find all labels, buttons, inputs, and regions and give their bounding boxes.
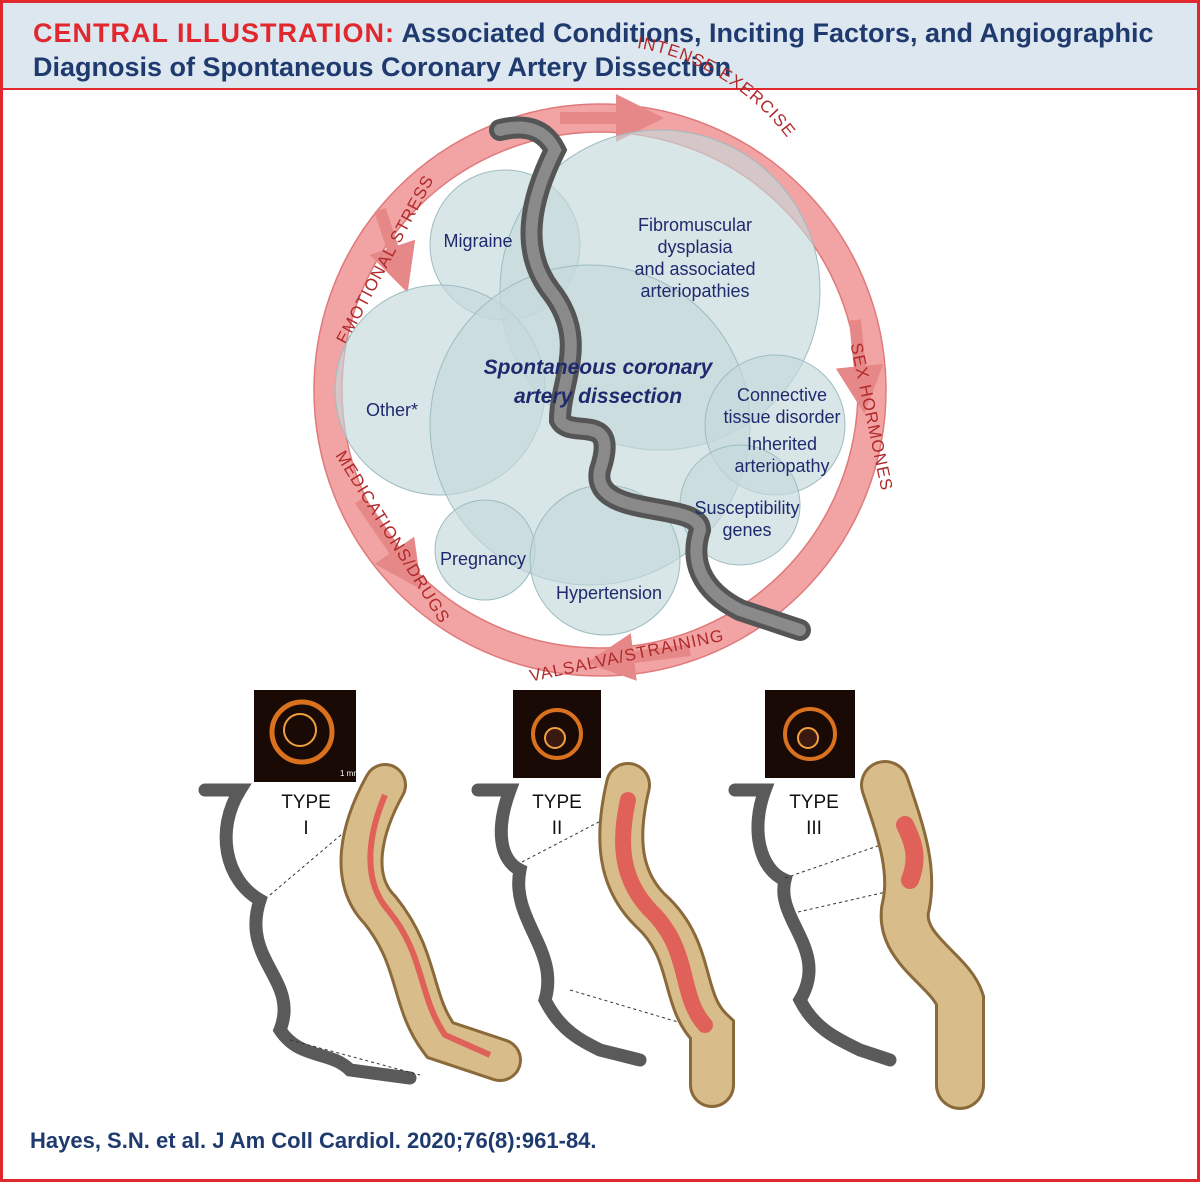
ring-arrow-right <box>835 319 884 414</box>
vessel-type-1 <box>342 766 519 1079</box>
header-bar: CENTRAL ILLUSTRATION: Associated Conditi… <box>3 3 1197 90</box>
type-2-word: TYPE <box>532 792 582 813</box>
oct-ring-type-1 <box>269 699 335 765</box>
label-fmd-1: Fibromuscular <box>638 215 752 235</box>
label-ctd-2: tissue disorder <box>723 407 840 427</box>
type-1-numeral: I <box>303 818 308 839</box>
label-susceptibility-1: Susceptibility <box>694 498 799 518</box>
type-3-numeral: III <box>806 818 822 839</box>
type-2-numeral: II <box>552 818 563 839</box>
label-other: Other* <box>366 400 418 420</box>
ring-arrow-bottom <box>586 633 691 681</box>
ring-arrow-upper-left <box>369 208 416 293</box>
label-migraine: Migraine <box>443 231 512 251</box>
oct-ring-type-3 <box>783 707 837 761</box>
guide-line-type-1-lower <box>289 1039 421 1076</box>
citation: Hayes, S.N. et al. J Am Coll Cardiol. 20… <box>30 1128 597 1153</box>
guide-line-type-3-upper <box>784 839 896 879</box>
label-inherited-1: Inherited <box>747 434 817 454</box>
inciting-factors-ring <box>313 94 887 681</box>
label-fmd-4: arteriopathies <box>640 281 749 301</box>
title-kicker: CENTRAL ILLUSTRATION: <box>33 18 395 48</box>
label-susceptibility-2: genes <box>722 520 771 540</box>
oct-lumen-type-3 <box>797 727 819 749</box>
label-fmd-3: and associated <box>634 259 755 279</box>
label-inherited-2: arteriopathy <box>734 456 829 476</box>
condition-labels: Migraine Fibromuscular dysplasia and ass… <box>366 215 841 603</box>
oct-ring-type-2 <box>531 708 583 760</box>
angiogram-type-1 <box>198 783 417 1085</box>
lumen-type-3 <box>896 816 924 889</box>
label-ctd-1: Connective <box>737 385 827 405</box>
label-fmd-2: dysplasia <box>657 237 733 257</box>
title-text: Associated Conditions, Inciting Factors,… <box>33 18 1154 82</box>
label-hypertension: Hypertension <box>556 583 662 603</box>
angiogram-type-3 <box>728 783 897 1067</box>
type-3-word: TYPE <box>789 792 839 813</box>
oct-scale-type-1: 1 mm <box>340 769 360 778</box>
type-1-panel: 1 mm TYPE I <box>198 690 522 1085</box>
lumen-type-2 <box>615 792 713 1033</box>
ring-arrow-lower-left <box>355 496 422 590</box>
angiogram-type-2 <box>471 783 647 1067</box>
angiogram-vessel <box>489 116 811 641</box>
type-3-panel: TYPE III <box>728 690 985 1110</box>
label-scad-1: Spontaneous coronary <box>484 356 714 379</box>
type-1-word: TYPE <box>281 792 331 813</box>
oct-lumen-type-2 <box>544 727 566 749</box>
label-pregnancy: Pregnancy <box>440 549 526 569</box>
vessel-core <box>494 121 806 636</box>
condition-bubbles <box>334 129 846 636</box>
oct-lumen-type-1 <box>283 713 317 747</box>
label-scad-2: artery dissection <box>514 385 682 408</box>
type-2-panel: TYPE II <box>471 690 735 1108</box>
page-title: CENTRAL ILLUSTRATION: Associated Conditi… <box>33 16 1173 84</box>
guide-line-type-3-lower <box>797 889 896 913</box>
lumen-type-1 <box>367 793 492 1058</box>
